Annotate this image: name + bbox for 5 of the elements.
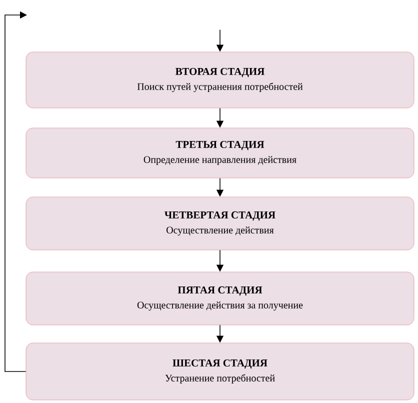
stage-box: ПЯТАЯ СТАДИЯ Осуществление действия за получение <box>26 272 414 326</box>
stage-box: ЧЕТВЕРТАЯ СТАДИЯ Осуществление действия <box>26 196 414 250</box>
stage-box: ВТОРАЯ СТАДИЯ Поиск путей устранения потребностей <box>26 52 414 108</box>
stage-box: ШЕСТАЯ СТАДИЯ Устранение потребностей <box>26 342 414 400</box>
stage-box: ТРЕТЬЯ СТАДИЯ Определение направления действия <box>26 128 414 178</box>
